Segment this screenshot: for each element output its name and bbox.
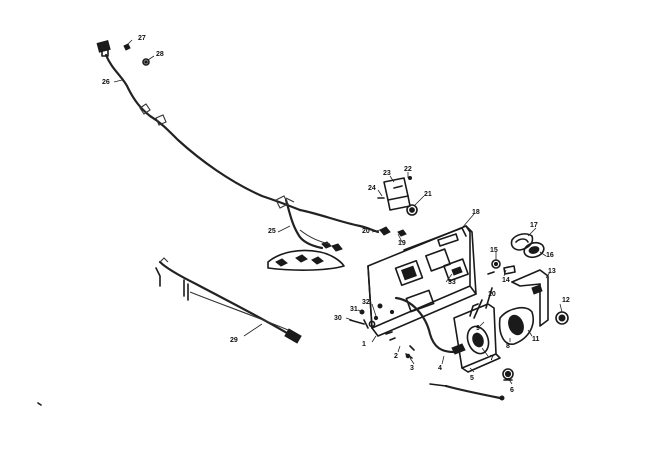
callout-12: 12: [562, 297, 570, 304]
callout-9: 9: [476, 325, 480, 332]
lower-cable: [394, 296, 505, 401]
callout-28: 28: [156, 51, 164, 58]
callout-21: 21: [424, 191, 432, 198]
callout-27: 27: [138, 35, 146, 42]
callout-33: 33: [448, 279, 456, 286]
callout-24: 24: [368, 185, 376, 192]
brace-rod-29: [155, 257, 302, 344]
callout-5: 5: [470, 375, 474, 382]
callout-17: 17: [530, 222, 538, 229]
wiring-harness: [96, 39, 380, 271]
callout-4: 4: [438, 365, 442, 372]
callout-labels: 27 28 26 23 22 24 21 20 19 18 25 17 16 1…: [102, 35, 570, 394]
knob-12: [555, 311, 569, 325]
callout-15: 15: [490, 247, 498, 254]
bracket-13: [511, 269, 549, 327]
bulb-5-6: [502, 368, 514, 381]
callout-25-harness: 25: [268, 228, 276, 235]
callout-30: 30: [334, 315, 342, 322]
callout-16: 16: [546, 252, 554, 259]
callout-32: 32: [362, 299, 370, 306]
callout-20: 20: [362, 228, 370, 235]
callout-23: 23: [383, 170, 391, 177]
callout-19: 19: [398, 240, 406, 247]
callout-13: 13: [548, 268, 556, 275]
mounting-panel: [367, 225, 477, 337]
callout-2: 2: [394, 353, 398, 360]
callout-8: 8: [506, 343, 510, 350]
switch-assembly-21-24: [377, 176, 418, 237]
callout-31: 31: [350, 306, 358, 313]
meter-assembly: [453, 287, 534, 373]
callout-29: 29: [230, 337, 238, 344]
callout-1: 1: [362, 341, 366, 348]
callout-7: 7: [490, 355, 494, 362]
callout-6: 6: [510, 387, 514, 394]
callout-22: 22: [404, 166, 412, 173]
stray-mark: [37, 402, 42, 406]
hardware-14-15-25: [487, 259, 516, 275]
callout-10: 10: [488, 291, 496, 298]
leader-lines: [113, 39, 563, 385]
callout-14: 14: [502, 277, 510, 284]
callout-18: 18: [472, 209, 480, 216]
callout-26: 26: [102, 79, 110, 86]
lamp-housing-16-17: [510, 233, 545, 259]
callout-11: 11: [532, 336, 540, 343]
callout-3: 3: [410, 365, 414, 372]
small-parts-27-28: [123, 43, 150, 66]
